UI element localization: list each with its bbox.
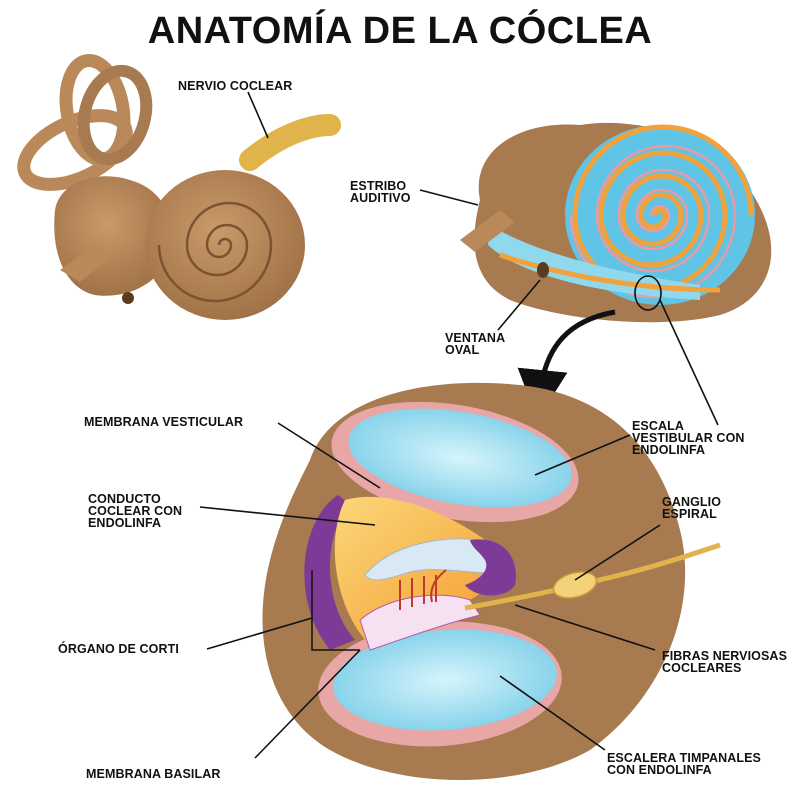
spiral-orange-stripe bbox=[572, 124, 754, 293]
stria-vascularis bbox=[304, 495, 355, 650]
shell-spiral bbox=[157, 201, 273, 303]
label-fibras-nerviosas: FIBRAS NERVIOSAS COCLEARES bbox=[662, 649, 788, 675]
label-ventana-oval: VENTANA OVAL bbox=[445, 331, 506, 357]
label-escalera-timpanales: ESCALERA TIMPANALES CON ENDOLINFA bbox=[607, 751, 761, 777]
cochlear-nerve bbox=[239, 114, 341, 171]
scala-tympani bbox=[333, 629, 557, 731]
label-nervio-coclear: NERVIO COCLEAR bbox=[178, 79, 293, 93]
scala-vestibuli bbox=[348, 408, 572, 508]
label-organo-corti: ÓRGANO DE CORTI bbox=[58, 642, 179, 656]
label-escala-vestibular: ESCALA VESTIBULAR CON ENDOLINFA bbox=[632, 419, 745, 457]
page-title: ANATOMÍA DE LA CÓCLEA bbox=[147, 10, 653, 52]
semicircular-canal-3 bbox=[77, 64, 153, 166]
section-marker bbox=[634, 275, 662, 311]
hair-cells bbox=[399, 569, 447, 610]
spiral-cochlea-figure bbox=[460, 122, 772, 323]
cochlea-shell bbox=[145, 170, 305, 320]
label-membrana-vesticular: MEMBRANA VESTICULAR bbox=[84, 415, 244, 429]
spiral-limbus bbox=[465, 539, 516, 596]
external-cochlea-figure bbox=[17, 54, 341, 320]
stapes-left bbox=[60, 245, 110, 282]
leader-lines bbox=[199, 91, 719, 759]
label-estribo-auditivo: ESTRIBO AUDITIVO bbox=[350, 179, 411, 205]
label-conducto-coclear: CONDUCTO COCLEAR CON ENDOLINFA bbox=[88, 492, 183, 530]
label-ganglio-espiral: GANGLIO ESPIRAL bbox=[662, 495, 722, 521]
spiral-pink-stripe bbox=[569, 144, 737, 299]
cochlear-nerve-fibers bbox=[464, 542, 721, 611]
spiral-ganglion bbox=[552, 571, 598, 599]
zoom-arrow bbox=[517, 309, 616, 420]
label-membrana-basilar: MEMBRANA BASILAR bbox=[86, 767, 221, 781]
organ-of-corti bbox=[359, 594, 481, 651]
basal-turn bbox=[488, 225, 700, 300]
duct-cross-section bbox=[262, 382, 721, 780]
stapes-right bbox=[460, 210, 515, 252]
